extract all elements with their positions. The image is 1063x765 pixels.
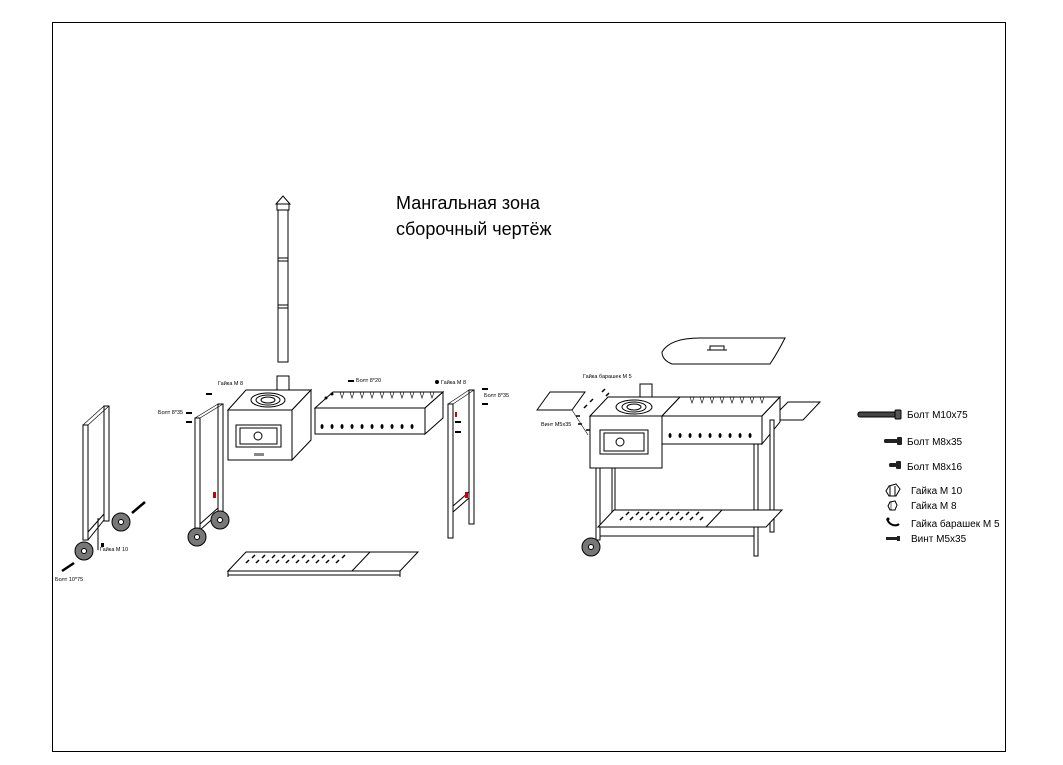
- left-wheel-back: [111, 512, 131, 532]
- callout-nut-m8-top: Гайка М 8: [218, 380, 243, 387]
- callout-bolt-10x75: Болт 10*75: [55, 577, 83, 583]
- firebox: [313, 390, 445, 436]
- callout-bolt-8x20: Болт 8*20: [356, 378, 381, 384]
- legend-label: Винт М5х35: [911, 534, 967, 545]
- left-trolley-frame: [82, 405, 110, 550]
- drawing-frame: [52, 22, 1006, 752]
- drawing-subtitle: сборочный чертёж: [396, 219, 552, 239]
- assembled-side-tray-left: [536, 391, 589, 436]
- wing-nut-m5-icon: [886, 517, 900, 527]
- legend-item-screw-m5x35: Винт М5х35: [886, 534, 967, 545]
- stove-box: [226, 375, 313, 462]
- callout-nut-m8-right: Гайка М 8: [441, 379, 466, 386]
- nut-m10-icon: [885, 483, 901, 497]
- callout-bolt-8x35-right: Болт 8*35: [484, 393, 509, 399]
- legend-item-nut-m10: Гайка М 10: [885, 483, 963, 497]
- legend-label: Гайка барашек М 5: [911, 518, 1000, 530]
- callout-wing-nut-m5: Гайка барашек М 5: [583, 373, 632, 380]
- legend-label: Болт М10х75: [907, 410, 968, 421]
- bolt-10x75-icon: [61, 561, 75, 573]
- stove-wheel-front: [187, 527, 207, 547]
- bolt-10x75-icon: [131, 501, 146, 514]
- assembled-side-tray-right: [768, 401, 822, 421]
- callout-screw-m5x35: Винт М5х35: [541, 422, 571, 428]
- nut-m10-icon: [101, 543, 104, 547]
- legend-item-nut-m8: Гайка М 8: [887, 500, 957, 512]
- left-wheel-front: [74, 541, 94, 561]
- legend-label: Гайка М 8: [911, 501, 957, 512]
- stove-leg-frame: [194, 403, 224, 537]
- bottom-shelf: [226, 551, 420, 577]
- bolt-m10x75-icon: [857, 409, 902, 420]
- chimney-pipe: [274, 195, 292, 363]
- legend-label: Гайка М 10: [911, 486, 963, 497]
- bolt-m8x35-icon: [884, 437, 902, 445]
- legend-label: Болт М8х35: [907, 437, 963, 448]
- screw-m5x35-icon: [576, 415, 590, 431]
- legend-label: Болт М8х16: [907, 462, 963, 473]
- wing-nut-m5-icon: [583, 388, 610, 409]
- assembled-wheel: [581, 537, 601, 557]
- screw-m5x35-icon: [886, 536, 900, 541]
- legend-item-bolt-m10x75: Болт М10х75: [857, 409, 968, 421]
- bolt-m8x16-icon: [889, 461, 901, 469]
- legend-item-bolt-m8x16: Болт М8х16: [889, 461, 963, 473]
- fastener-legend: Болт М10х75 Болт М8х35 Болт М8х16 Гайка …: [857, 409, 1000, 545]
- stove-wheel-back: [210, 510, 230, 530]
- callout-bolt-8x35-left: Болт 8*35: [158, 410, 183, 416]
- callout-nut-m10: Гайка М 10: [100, 546, 128, 553]
- legend-item-wing-nut-m5: Гайка барашек М 5: [886, 517, 1000, 530]
- assembled-unit: [588, 383, 784, 557]
- assembled-lid: [661, 337, 786, 365]
- drawing-title: Мангальная зона: [396, 193, 540, 213]
- right-leg-frame: [447, 389, 475, 539]
- legend-item-bolt-m8x35: Болт М8х35: [884, 437, 963, 448]
- nut-m8-icon: [887, 500, 898, 511]
- nut-m8-icon: [435, 380, 439, 384]
